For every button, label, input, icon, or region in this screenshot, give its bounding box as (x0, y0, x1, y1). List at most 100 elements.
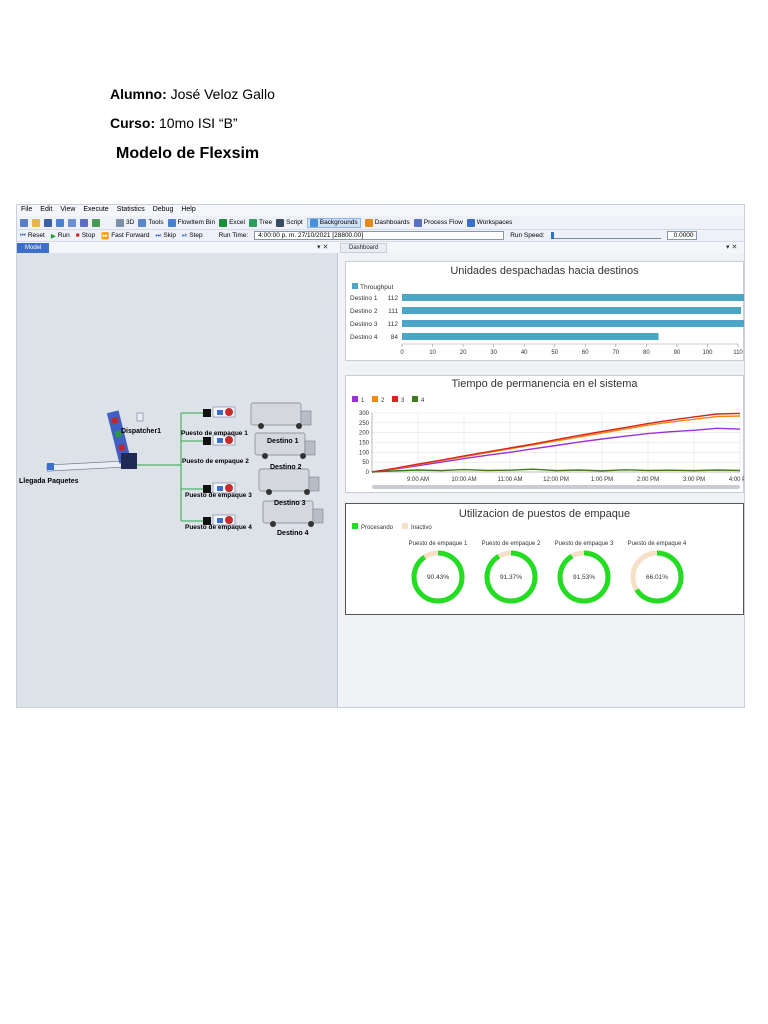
line-x-tick-label: 3:00 PM (683, 477, 705, 483)
dispatcher-object (106, 410, 144, 469)
bar-x-tick-label: 100 (702, 350, 713, 356)
tree-button[interactable]: Tree (248, 218, 272, 227)
view-icon[interactable] (92, 218, 100, 227)
model-canvas[interactable]: Llegada Paquetes Dispatcher1 Puesto de e… (17, 253, 338, 708)
bar-x-tick-label: 80 (643, 350, 650, 356)
course-label: Curso: (110, 115, 156, 131)
utilization-chart[interactable]: Utilizacion de puestos de empaque Proces… (345, 503, 744, 615)
stop-icon: ■ (75, 232, 80, 239)
time-in-system-chart-title: Tiempo de permanencia en el sistema (451, 378, 638, 390)
dashboard-close-icon[interactable]: ▾ ✕ (726, 244, 738, 251)
stop-button[interactable]: ■Stop (75, 232, 96, 239)
line-y-tick-label: 100 (359, 450, 370, 456)
run-speed-thumb[interactable] (550, 231, 554, 239)
line-y-tick-label: 200 (359, 431, 370, 437)
tools-button[interactable]: Tools (138, 218, 164, 227)
menu-edit[interactable]: Edit (40, 206, 53, 213)
truck-2[interactable] (254, 432, 316, 459)
line-chart-scrollbar (372, 485, 740, 489)
donut-value-label: 66.01% (646, 574, 668, 581)
legend-swatch-series-4 (412, 396, 418, 402)
line-x-tick-label: 1:00 PM (591, 477, 613, 483)
bar-1 (402, 294, 744, 301)
select-icon[interactable] (56, 218, 64, 227)
process-flow-icon (413, 218, 422, 227)
truck-1[interactable] (250, 402, 312, 429)
bar-x-tick-label: 70 (612, 350, 619, 356)
workspaces-button[interactable]: Workspaces (466, 218, 512, 227)
processor-1[interactable] (203, 406, 236, 418)
menu-file[interactable]: File (21, 206, 33, 213)
connect-icon[interactable] (68, 218, 76, 227)
processor-4[interactable] (203, 514, 236, 526)
line-y-tick-label: 0 (366, 470, 370, 476)
new-file-icon[interactable] (20, 218, 28, 227)
workspaces-icon (466, 218, 475, 227)
processors-group (203, 406, 236, 526)
legend-label: Procesando (361, 525, 394, 531)
bar-x-tick-label: 0 (400, 350, 404, 356)
legend-swatch-series-2 (372, 396, 378, 402)
excel-button[interactable]: Excel (219, 218, 245, 227)
tab-model[interactable]: Model (17, 243, 50, 253)
bar-value-label: 84 (391, 334, 399, 341)
line-x-tick-label: 9:00 AM (407, 477, 429, 483)
step-icon: ⏯ (182, 231, 188, 239)
flowitem-bin-button[interactable]: FlowItem Bin (167, 218, 215, 227)
script-button[interactable]: Script (276, 218, 303, 227)
donut-title: Puesto de empaque 2 (482, 541, 541, 547)
donut-processing-arc (484, 550, 538, 604)
bar-x-tick-label: 40 (521, 350, 528, 356)
menu-debug[interactable]: Debug (152, 206, 174, 213)
run-time-field[interactable]: 4:00:00 p. m. 27/10/2021 [28800.00] (254, 231, 505, 240)
run-speed-label: Run Speed: (510, 232, 545, 239)
legend-throughput: Throughput (360, 284, 393, 291)
student-line: Alumno: José Veloz Gallo (110, 86, 275, 102)
save-icon[interactable] (44, 218, 52, 227)
backgrounds-button[interactable]: Backgrounds (306, 217, 361, 228)
throughput-chart[interactable]: Unidades despachadas hacia destinos Thro… (345, 261, 744, 361)
bar-4 (402, 333, 659, 340)
fast-forward-button[interactable]: ⏩Fast Forward (101, 232, 150, 240)
menu-view[interactable]: View (60, 206, 76, 213)
run-button[interactable]: ▶Run (50, 232, 70, 240)
3d-button[interactable]: 3D (116, 218, 134, 227)
run-speed-field[interactable]: 0.0000 (666, 231, 697, 240)
donut-title: Puesto de empaque 3 (555, 541, 614, 547)
grid-icon[interactable] (80, 218, 88, 227)
dashboards-button[interactable]: Dashboards (364, 218, 410, 227)
reset-button[interactable]: ⏮Reset (20, 231, 45, 240)
processor-2[interactable] (203, 434, 236, 446)
processor-3[interactable] (203, 482, 236, 494)
model-3d-view[interactable]: Llegada Paquetes Dispatcher1 Puesto de e… (17, 253, 338, 708)
sink-label-1: Destino 1 (267, 438, 299, 445)
menu-execute[interactable]: Execute (83, 206, 109, 213)
line-x-tick-label: 4:00 PM (729, 477, 745, 483)
trucks-group (250, 402, 324, 527)
legend-series-label: 2 (381, 398, 385, 404)
legend-swatch-procesando (352, 523, 358, 529)
processor-label-3: Puesto de empaque 3 (185, 492, 252, 499)
line-y-tick-label: 50 (362, 460, 369, 466)
truck-3[interactable] (258, 468, 320, 495)
legend-swatch-series-1 (352, 396, 358, 402)
menu-help[interactable]: Help (181, 206, 196, 213)
process-flow-button[interactable]: Process Flow (413, 218, 463, 227)
truck-4[interactable] (262, 500, 324, 527)
open-folder-icon[interactable] (32, 218, 40, 227)
play-icon: ▶ (50, 232, 56, 240)
throughput-chart-title: Unidades despachadas hacia destinos (450, 265, 639, 277)
sink-label-3: Destino 3 (274, 500, 306, 507)
bar-x-tick-label: 50 (551, 350, 558, 356)
model-close-icon[interactable]: ▾ ✕ (317, 244, 329, 251)
tab-dashboard[interactable]: Dashboard (340, 243, 388, 253)
skip-button[interactable]: ⏭Skip (155, 231, 176, 240)
run-speed-slider[interactable] (550, 231, 661, 239)
menu-statistics[interactable]: Statistics (116, 206, 145, 213)
dashboards-icon (364, 218, 373, 227)
step-button[interactable]: ⏯Step (182, 231, 203, 240)
